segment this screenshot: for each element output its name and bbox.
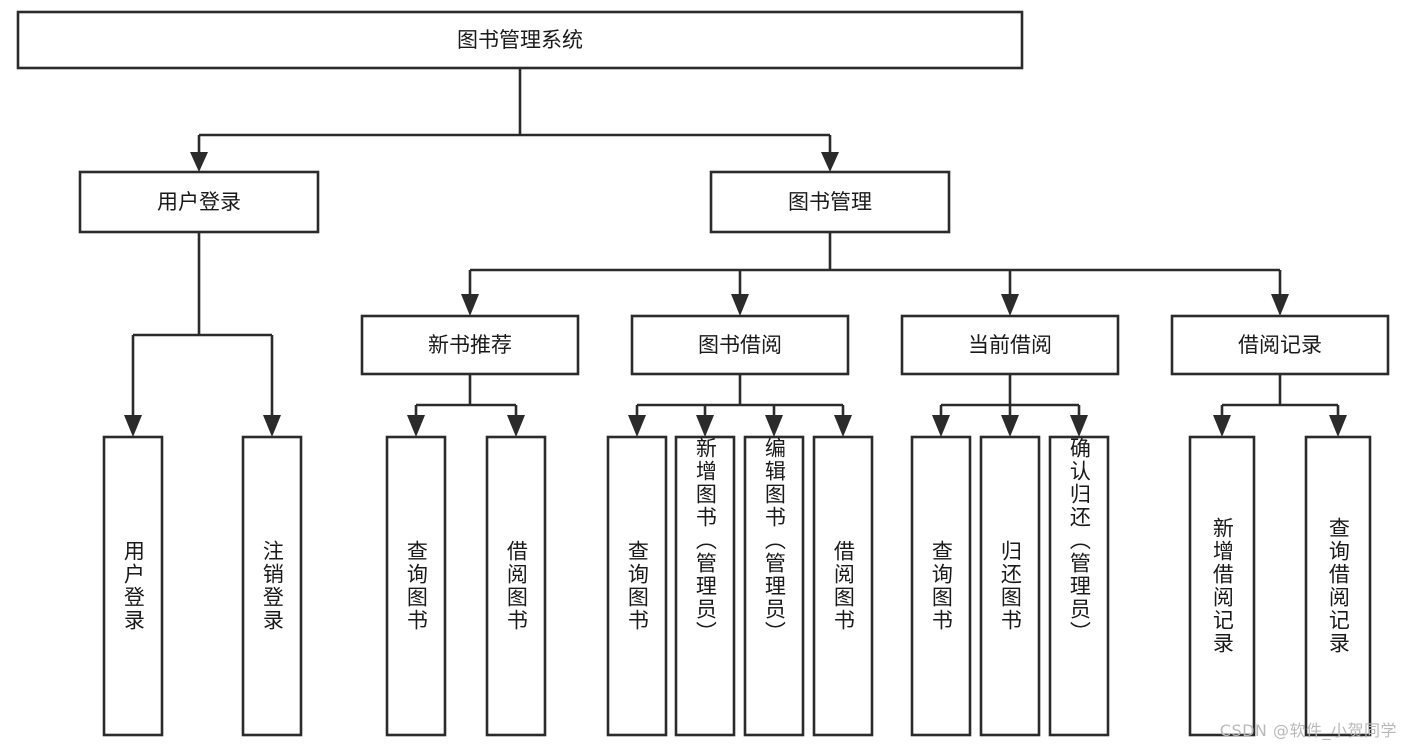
connectors-new-book-to-leaves [407,374,525,437]
arrow-bb-leaf-2 [696,415,714,437]
connectors-current-borrow-to-leaves [932,374,1088,437]
leaf-boxes-user-login [102,435,303,737]
node-current-borrow[interactable]: 当前借阅 [900,314,1120,376]
arrow-nb-leaf-1 [407,415,425,437]
node-current-borrow-label: 当前借阅 [968,333,1052,357]
arrow-book-manage [821,152,839,172]
leaf-box-book-borrow-3[interactable] [812,435,874,737]
connectors-root-to-level2 [190,68,839,172]
leaf-box-book-borrow-1[interactable] [674,435,736,737]
node-borrow-record-label: 借阅记录 [1238,333,1322,357]
leaf-box-user-login-0[interactable] [102,435,164,737]
node-book-borrow-label: 图书借阅 [698,333,782,357]
node-root-box[interactable] [16,10,1024,70]
arrow-bb-leaf-4 [834,415,852,437]
node-user-login[interactable]: 用户登录 [78,170,320,234]
arrow-bb-leaf-3 [765,415,783,437]
node-new-book[interactable]: 新书推荐 [360,314,580,376]
arrow-cb-leaf-1 [932,415,950,437]
node-book-borrow-box[interactable] [630,314,850,376]
node-new-book-label: 新书推荐 [428,333,512,357]
connectors-borrow-record-to-leaves [1213,374,1347,437]
arrow-cb-leaf-3 [1070,415,1088,437]
leaf-box-new-book-0[interactable] [385,435,447,737]
node-book-manage-label: 图书管理 [788,190,872,214]
arrow-book-borrow [731,294,749,316]
connectors-book-manage-to-level3 [461,232,1289,316]
node-book-manage-box[interactable] [709,170,951,234]
node-book-manage[interactable]: 图书管理 [709,170,951,234]
node-root-label: 图书管理系统 [457,28,583,52]
leaf-box-current-borrow-1[interactable] [979,435,1041,737]
leaf-box-new-book-1[interactable] [485,435,547,737]
arrow-current-borrow [1001,294,1019,316]
arrow-user-login [190,152,208,172]
node-root[interactable]: 图书管理系统 [16,10,1024,70]
leaf-box-user-login-1[interactable] [241,435,303,737]
leaf-boxes-borrow-record [1188,435,1372,737]
arrow-bb-leaf-1 [628,415,646,437]
leaf-box-book-borrow-0[interactable] [606,435,668,737]
node-current-borrow-box[interactable] [900,314,1120,376]
connectors-user-login-to-leaves [124,232,281,437]
leaf-boxes-new-book [385,435,547,737]
node-borrow-record-box[interactable] [1170,314,1390,376]
arrow-br-leaf-1 [1213,415,1231,437]
csdn-watermark: CSDN @软件_小贺同学 [1219,721,1397,740]
leaf-box-current-borrow-0[interactable] [910,435,972,737]
leaf-boxes-book-borrow [606,435,874,737]
leaf-box-current-borrow-2[interactable] [1048,435,1110,737]
arrow-borrow-record [1271,294,1289,316]
leaf-box-borrow-record-0[interactable] [1188,435,1256,737]
arrow-leaf-user-login [124,415,142,437]
arrow-cb-leaf-2 [1001,415,1019,437]
arrow-leaf-logout [263,415,281,437]
node-user-login-box[interactable] [78,170,320,234]
connectors-book-borrow-to-leaves [628,374,852,437]
leaf-boxes-current-borrow [910,435,1110,737]
node-book-borrow[interactable]: 图书借阅 [630,314,850,376]
node-new-book-box[interactable] [360,314,580,376]
leaf-box-borrow-record-1[interactable] [1304,435,1372,737]
arrow-new-book [461,294,479,316]
node-borrow-record[interactable]: 借阅记录 [1170,314,1390,376]
leaf-box-book-borrow-2[interactable] [743,435,805,737]
arrow-br-leaf-2 [1329,415,1347,437]
arrow-nb-leaf-2 [507,415,525,437]
node-user-login-label: 用户登录 [157,190,241,214]
